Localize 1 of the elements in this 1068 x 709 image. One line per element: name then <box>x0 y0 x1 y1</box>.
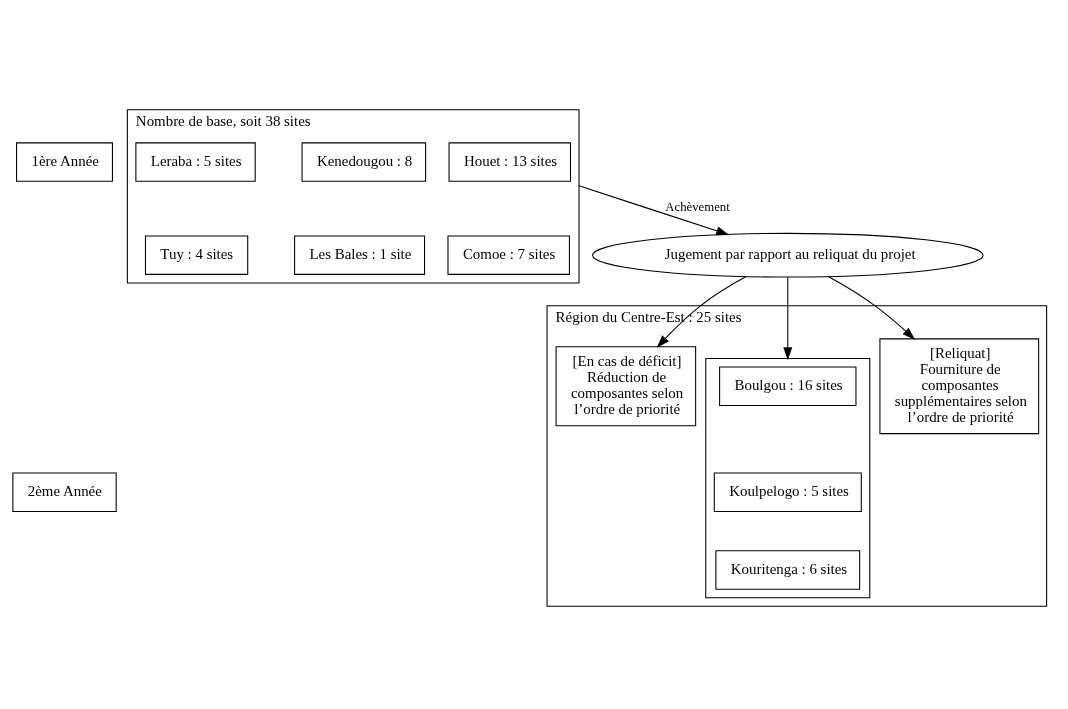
edge-label: Achèvement <box>665 199 730 214</box>
